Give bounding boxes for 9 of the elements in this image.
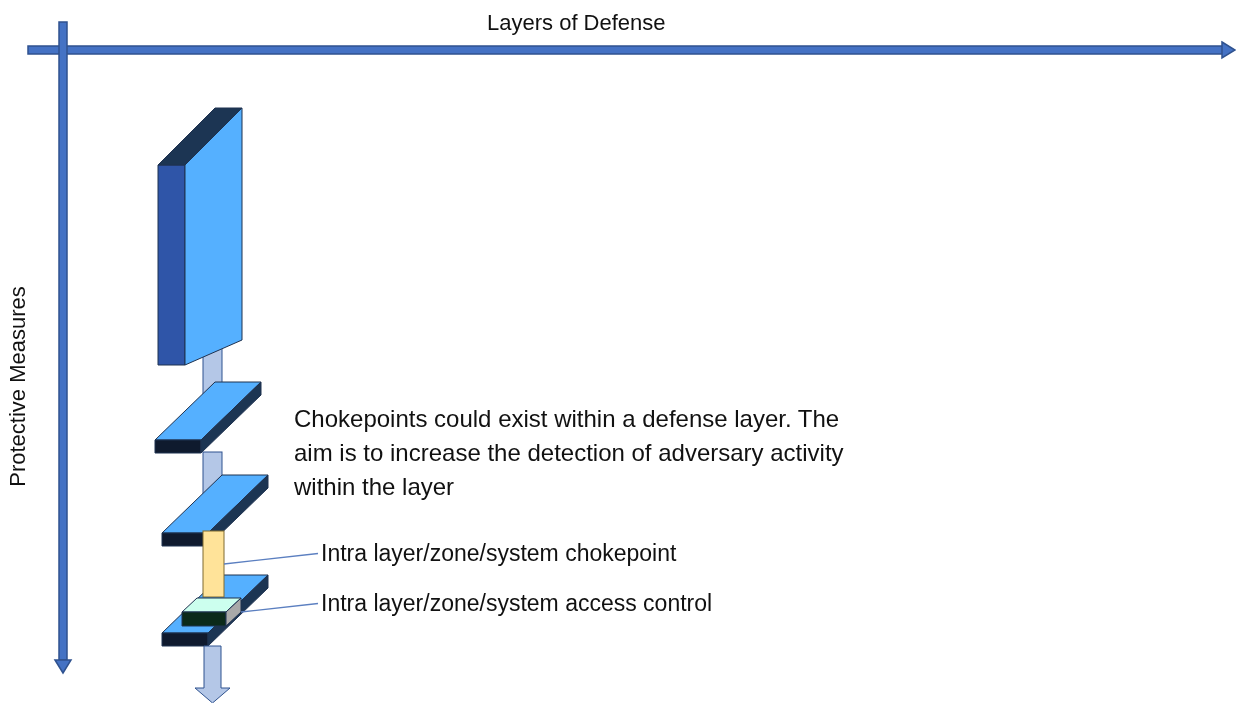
access-control-block (181, 597, 242, 627)
chokepoint-bar (202, 530, 225, 598)
axis-label: Protective Measures (3, 285, 31, 489)
axis-label: Layers of Defense (487, 9, 666, 37)
leader-line (240, 602, 319, 613)
leader-line (223, 552, 319, 565)
callout-text: Intra layer/zone/system chokepoint (321, 537, 677, 570)
callout-text: Intra layer/zone/system access control (321, 587, 713, 620)
note-text: Chokepoints could exist within a defense layer. The aim is to increase the detection of adversary activity within the layer (294, 404, 845, 502)
